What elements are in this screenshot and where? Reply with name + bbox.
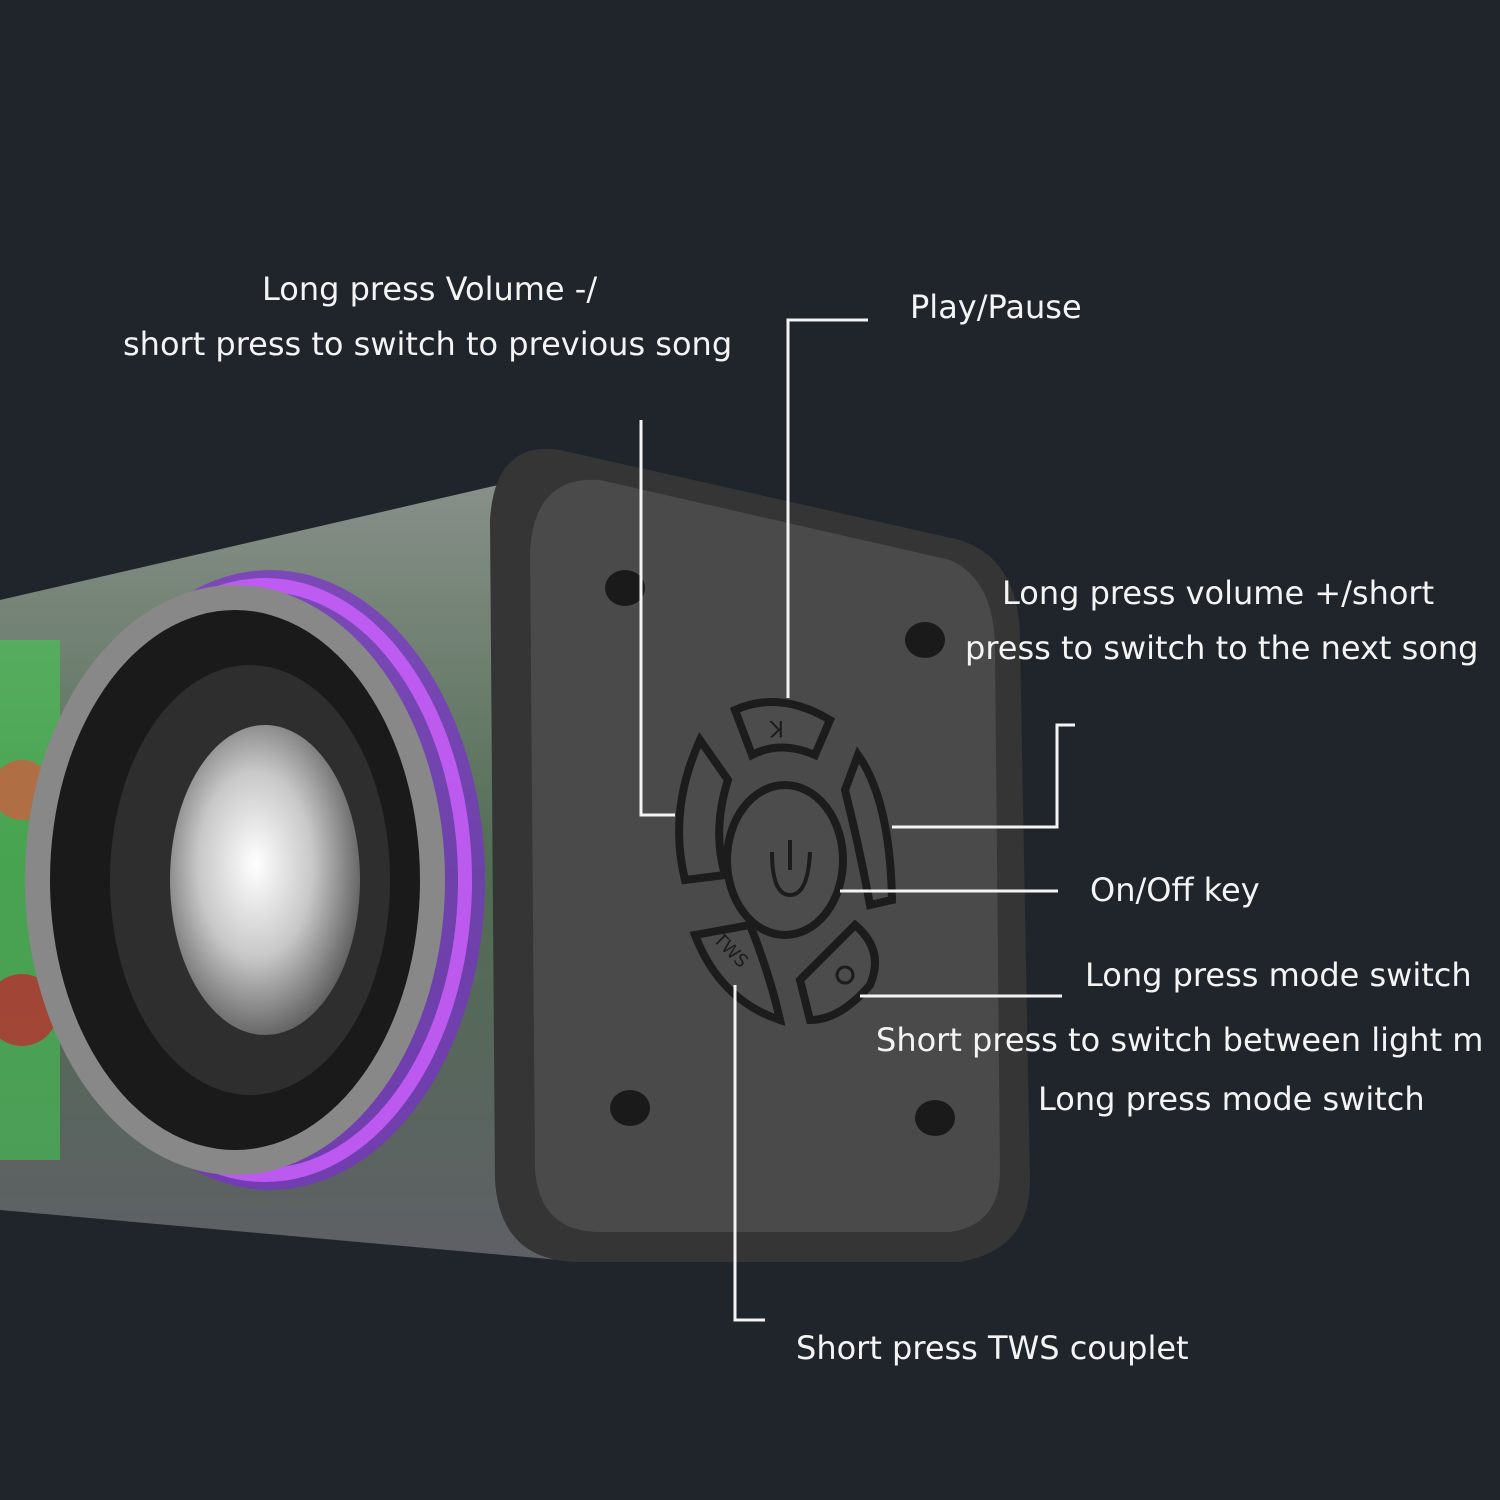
light-bulb-icon bbox=[835, 965, 855, 985]
power-icon bbox=[770, 851, 812, 898]
callout-light-line1: Long press mode switch bbox=[1085, 956, 1472, 994]
callout-prev-line1: Long press Volume -/ bbox=[262, 270, 598, 308]
play-pause-button[interactable] bbox=[729, 698, 836, 761]
tws-button[interactable] bbox=[689, 920, 786, 1027]
skip-icon: K bbox=[769, 715, 784, 740]
callout-next-line1: Long press volume +/short bbox=[1002, 574, 1435, 612]
callout-light-line2: Short press to switch between light m bbox=[876, 1021, 1484, 1059]
leader-lines bbox=[639, 318, 1075, 1322]
callout-play-pause: Play/Pause bbox=[910, 288, 1082, 326]
callout-light-line3: Long press mode switch bbox=[1038, 1080, 1425, 1118]
speaker-driver bbox=[25, 570, 485, 1190]
power-button[interactable] bbox=[723, 781, 847, 939]
callout-on-off: On/Off key bbox=[1090, 871, 1260, 909]
callout-tws: Short press TWS couplet bbox=[796, 1329, 1189, 1367]
callout-next-line2: press to switch to the next song bbox=[965, 629, 1479, 667]
previous-button[interactable] bbox=[675, 731, 733, 885]
next-button[interactable] bbox=[840, 746, 897, 910]
callout-prev-line2: short press to switch to previous song bbox=[123, 325, 733, 363]
screw-icons bbox=[605, 570, 955, 1136]
control-panel: K TWS bbox=[490, 448, 1030, 1262]
